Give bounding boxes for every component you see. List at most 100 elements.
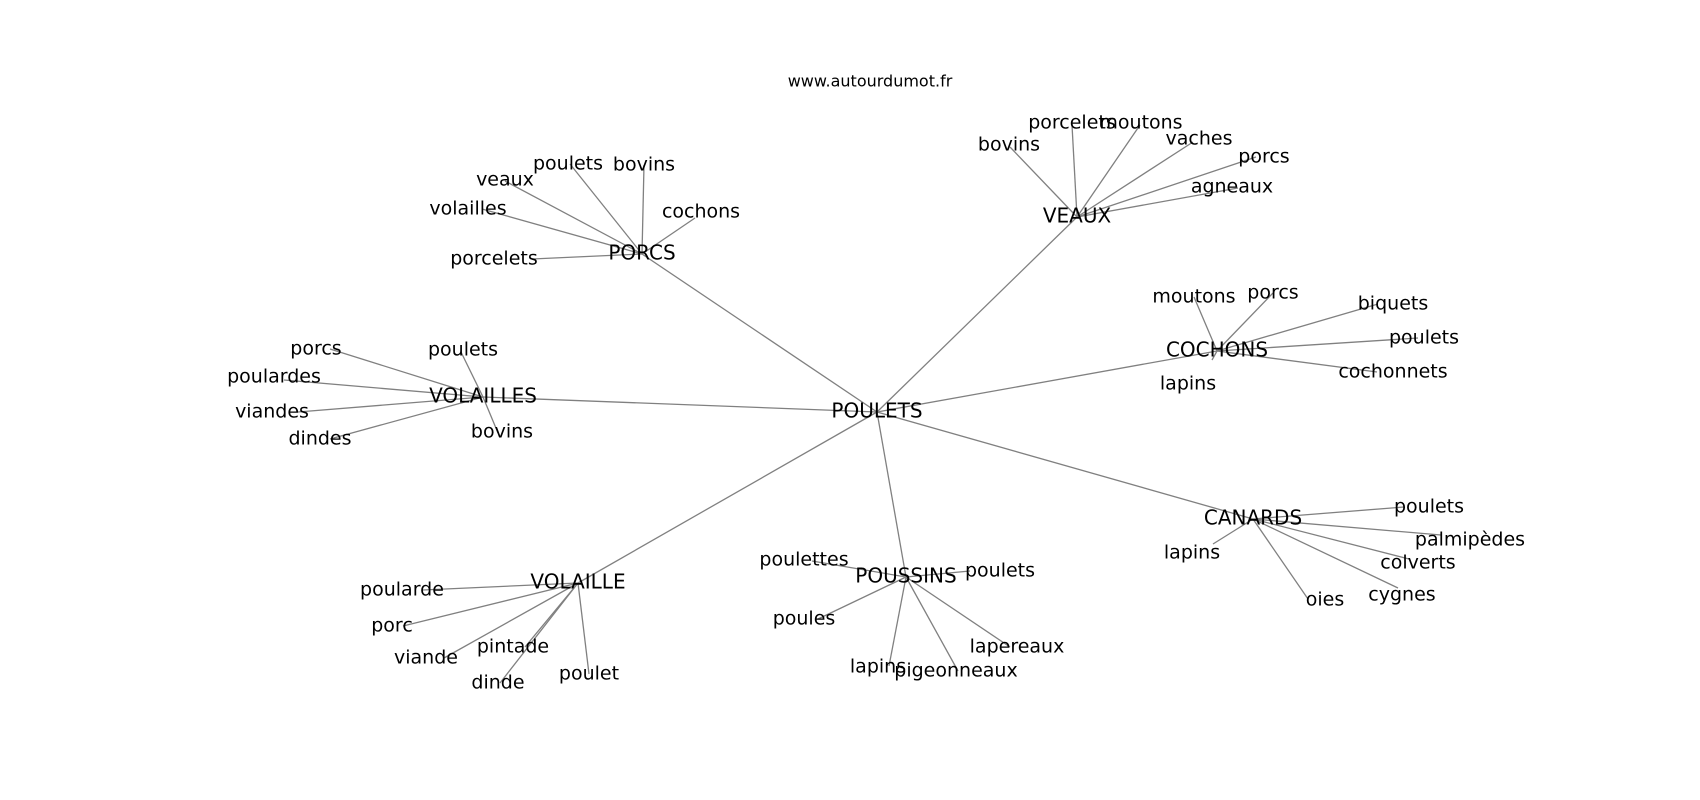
edge-canards-4: [1252, 518, 1399, 589]
edge-center-to-poussins: [876, 411, 907, 578]
edge-volaille-0: [422, 582, 579, 591]
leaf-node-label: porcelets: [1028, 112, 1116, 134]
cluster-node-label: PORCS: [608, 241, 675, 265]
leaf-node-label: viande: [394, 647, 458, 669]
edge-volailles-0: [329, 348, 484, 398]
edge-cochons-1: [1216, 292, 1274, 352]
leaf-node-label: agneaux: [1191, 176, 1273, 198]
edge-center-to-canards: [876, 411, 1254, 520]
edge-porcs-4: [641, 217, 696, 255]
leaf-node-label: lapins: [1160, 373, 1216, 395]
center-node-label: POULETS: [831, 399, 922, 423]
leaf-node-label: viandes: [235, 401, 309, 423]
leaf-node-label: poulet: [559, 663, 619, 685]
leaf-node-label: moutons: [1152, 286, 1235, 308]
leaf-node-label: bovins: [613, 154, 675, 176]
edge-center-to-porcs: [641, 253, 878, 413]
leaf-node-label: pigeonneaux: [894, 660, 1017, 682]
leaf-node-label: bovins: [978, 134, 1040, 156]
cluster-node-label: CANARDS: [1204, 506, 1302, 530]
leaf-node-label: poularde: [360, 579, 444, 601]
edge-center-to-veaux: [876, 216, 1078, 413]
leaf-node-label: moutons: [1099, 112, 1182, 134]
edge-poussins-3: [905, 576, 1011, 648]
edge-porcs-2: [504, 180, 643, 255]
leaf-node-label: poulets: [428, 339, 498, 361]
edge-volaille-1: [402, 582, 579, 627]
leaf-node-label: palmipèdes: [1415, 529, 1525, 551]
edge-poussins-0: [811, 560, 907, 578]
cluster-node-label: VOLAILLE: [530, 570, 625, 594]
edge-veaux-4: [1076, 156, 1257, 218]
leaf-node-label: lapins: [850, 656, 906, 678]
leaf-node-label: poulets: [1394, 496, 1464, 518]
leaf-node-label: porcs: [1238, 146, 1289, 168]
leaf-node-label: poulets: [965, 560, 1035, 582]
edge-canards-5: [1252, 518, 1309, 600]
edge-poussins-2: [817, 576, 907, 620]
edge-porcs-1: [641, 164, 645, 255]
edge-veaux-1: [1076, 124, 1141, 218]
leaf-node-label: poulettes: [759, 549, 848, 571]
source-label: www.autourdumot.fr: [788, 72, 953, 91]
edge-veaux-3: [1076, 141, 1194, 218]
leaf-node-label: cochons: [662, 201, 740, 223]
edge-canards-3: [1212, 518, 1254, 545]
edge-volailles-4: [329, 396, 484, 440]
edge-veaux-2: [1009, 146, 1078, 218]
edge-volaille-5: [577, 582, 590, 675]
edge-cochons-5: [1211, 350, 1218, 361]
leaf-node-label: cochonnets: [1338, 361, 1447, 383]
leaf-node-label: veaux: [476, 169, 534, 191]
edge-cochons-2: [1216, 303, 1379, 352]
edge-porcs-3: [481, 208, 643, 255]
cluster-node-label: VEAUX: [1043, 204, 1112, 228]
leaf-node-label: cygnes: [1368, 584, 1435, 606]
edge-cochons-4: [1216, 350, 1378, 373]
leaf-node-label: pintade: [477, 636, 549, 658]
leaf-node-label: porc: [371, 615, 413, 637]
leaf-node-label: poulets: [533, 153, 603, 175]
leaf-node-label: porcs: [290, 338, 341, 360]
edge-volaille-2: [443, 582, 579, 659]
edge-canards-1: [1252, 518, 1442, 536]
leaf-node-label: volailles: [429, 198, 506, 220]
edge-center-to-volailles: [482, 396, 878, 413]
edge-cochons-0: [1193, 296, 1218, 352]
edge-volailles-5: [482, 396, 499, 434]
leaf-node-label: poules: [773, 608, 836, 630]
leaf-node-label: poulets: [1389, 327, 1459, 349]
edge-canards-0: [1252, 506, 1405, 520]
leaf-node-label: biquets: [1358, 293, 1428, 315]
graph-edges: [283, 124, 1442, 684]
leaf-node-label: vaches: [1166, 128, 1233, 150]
leaf-node-label: lapereaux: [970, 636, 1065, 658]
edge-porcs-5: [531, 253, 643, 260]
leaf-node-label: dinde: [471, 672, 524, 694]
leaf-node-label: bovins: [471, 421, 533, 443]
leaf-node-label: porcelets: [450, 248, 538, 270]
edge-poussins-5: [905, 576, 959, 672]
edge-porcs-0: [569, 163, 643, 255]
edge-center-to-volaille: [577, 411, 878, 584]
edge-cochons-3: [1216, 337, 1419, 352]
edge-poussins-4: [888, 576, 907, 667]
edge-volaille-4: [499, 582, 579, 684]
edge-canards-2: [1252, 518, 1410, 560]
leaf-node-label: porcs: [1247, 282, 1298, 304]
edge-veaux-0: [1071, 124, 1078, 218]
leaf-node-label: poulardes: [227, 366, 321, 388]
edge-volailles-3: [297, 396, 484, 413]
edge-volailles-1: [460, 351, 484, 398]
edge-poussins-1: [905, 570, 971, 578]
cluster-node-label: POUSSINS: [855, 564, 956, 588]
leaf-node-label: colverts: [1380, 552, 1455, 574]
cluster-node-label: COCHONS: [1166, 338, 1268, 362]
edge-volailles-2: [283, 379, 484, 398]
graph-nodes: POULETS PORCS poulets bovins veaux volailles c…: [227, 112, 1525, 694]
cluster-node-label: VOLAILLES: [429, 384, 537, 408]
leaf-node-label: lapins: [1164, 542, 1220, 564]
leaf-node-label: dindes: [288, 428, 351, 450]
edge-center-to-cochons: [876, 350, 1218, 413]
